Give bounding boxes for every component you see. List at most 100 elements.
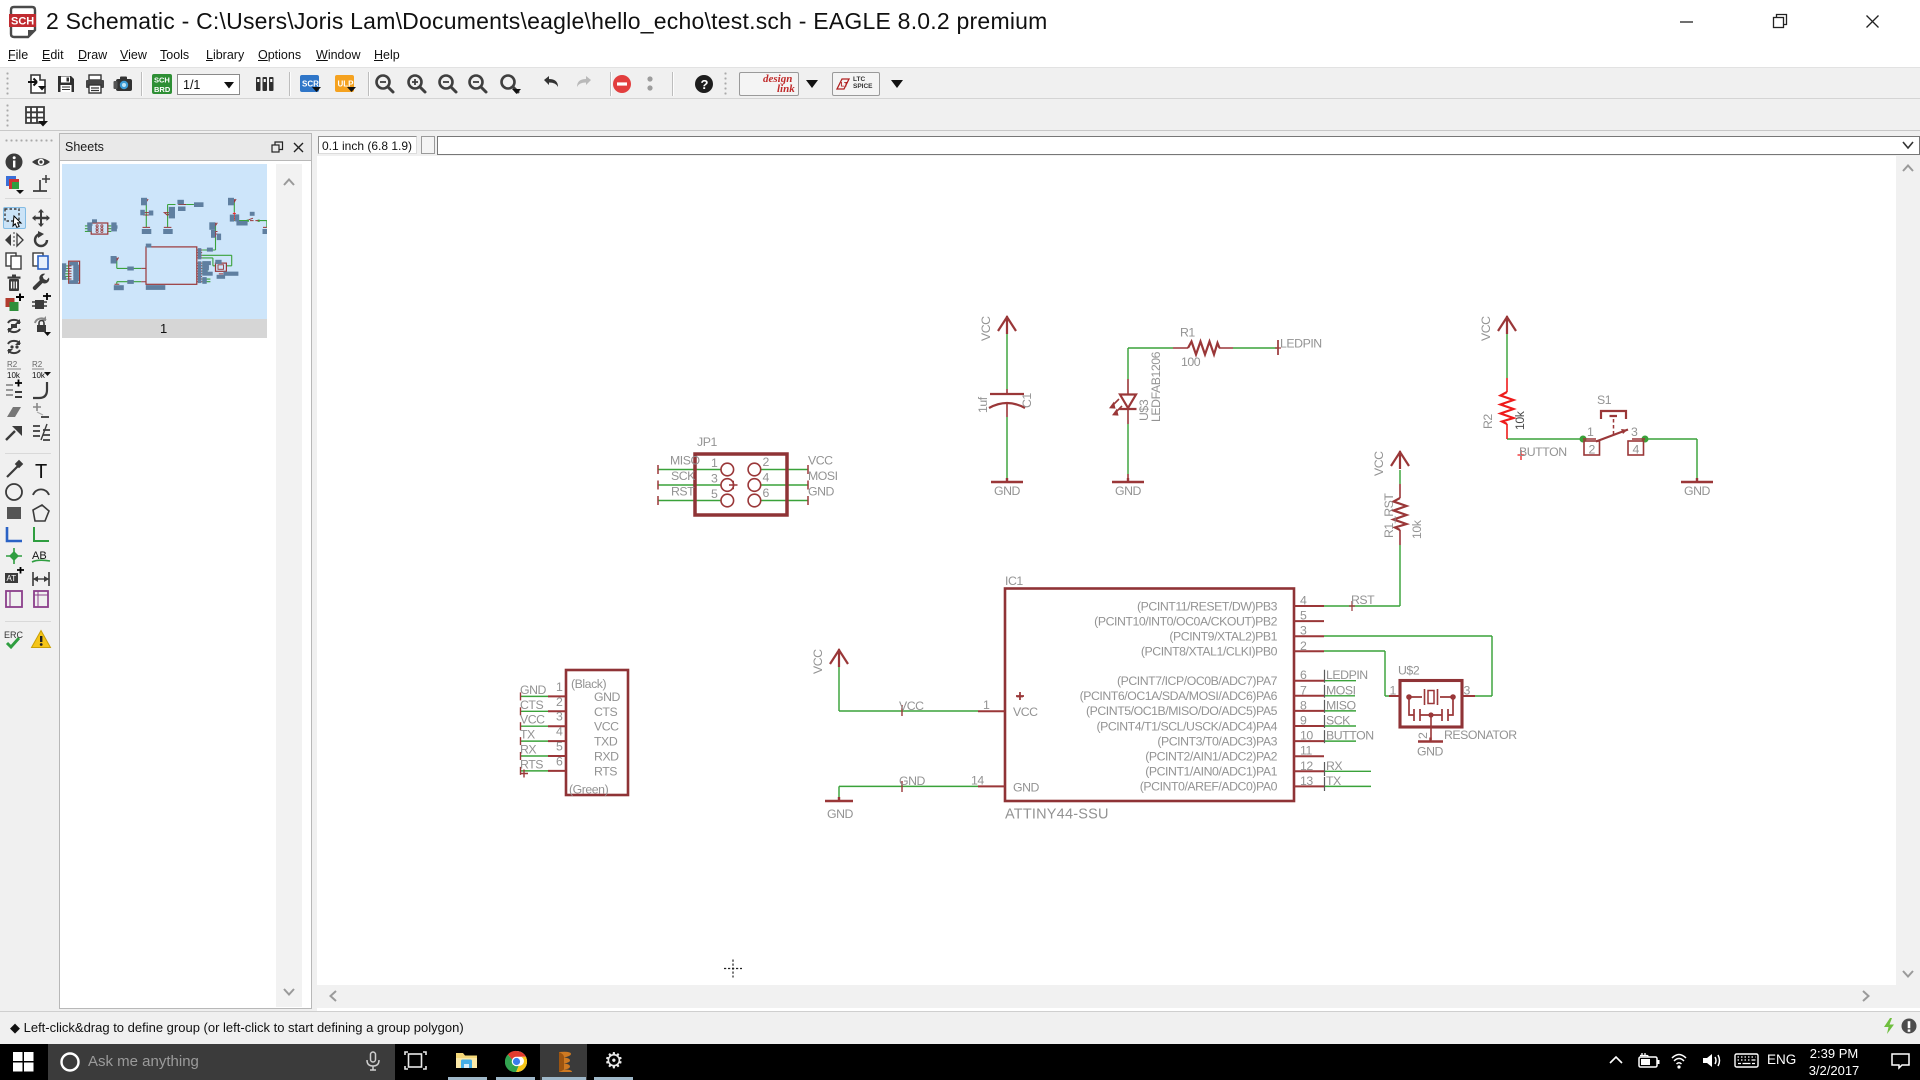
svg-text:VCC: VCC (1479, 316, 1493, 341)
svg-text:VCC: VCC (1372, 451, 1386, 476)
svg-text:ERC: ERC (4, 630, 24, 640)
svg-text:100: 100 (1181, 355, 1201, 369)
svg-text:(PCINT2/AIN1/ADC2)PA2: (PCINT2/AIN1/ADC2)PA2 (1145, 750, 1277, 764)
svg-text:T: T (35, 461, 47, 481)
svg-text:2: 2 (1300, 639, 1307, 653)
svg-text:5: 5 (556, 740, 563, 754)
svg-text:1: 1 (983, 698, 990, 712)
svg-text:5: 5 (1300, 609, 1307, 623)
svg-text:12: 12 (1300, 759, 1313, 773)
svg-text:S1: S1 (1597, 393, 1612, 407)
svg-text:(PCINT11/RESET/DW)PB3: (PCINT11/RESET/DW)PB3 (1137, 599, 1278, 613)
svg-text:TX: TX (520, 728, 535, 742)
svg-text:R2: R2 (32, 360, 43, 369)
svg-text:BUTTON: BUTTON (1519, 445, 1567, 459)
svg-text:BRD: BRD (154, 85, 171, 94)
svg-text:RTS: RTS (594, 764, 617, 778)
svg-text:4: 4 (1633, 443, 1640, 457)
svg-text:MISO: MISO (1326, 698, 1356, 712)
svg-text:1: 1 (1390, 684, 1397, 698)
svg-text:U$2: U$2 (1398, 664, 1420, 678)
svg-text:VCC: VCC (979, 316, 993, 341)
svg-text:1: 1 (1587, 425, 1594, 439)
svg-text:4: 4 (556, 725, 563, 739)
svg-text:(Green): (Green) (569, 783, 609, 797)
svg-text:3: 3 (1300, 624, 1307, 638)
svg-text:AB: AB (32, 550, 47, 562)
svg-text:13: 13 (1300, 774, 1313, 788)
svg-text:SCR: SCR (302, 80, 319, 89)
svg-text:VCC: VCC (594, 720, 619, 734)
svg-text:CTS: CTS (520, 698, 543, 712)
svg-text:RXD: RXD (594, 750, 619, 764)
svg-text:(PCINT10/INT0/OC0A/CKOUT)PB2: (PCINT10/INT0/OC0A/CKOUT)PB2 (1094, 614, 1277, 628)
svg-text:8: 8 (1300, 698, 1307, 712)
svg-text:RESONATOR: RESONATOR (1444, 728, 1517, 742)
svg-text:2: 2 (556, 695, 563, 709)
svg-text:ATTINY44-SSU: ATTINY44-SSU (1005, 807, 1109, 823)
svg-text:U$3: U$3 (1137, 399, 1151, 421)
svg-text:SCK: SCK (1326, 714, 1351, 728)
svg-text:TXD: TXD (594, 735, 618, 749)
svg-text:VCC: VCC (811, 649, 825, 674)
svg-text:GND: GND (1417, 745, 1444, 759)
svg-text:TX: TX (1326, 774, 1341, 788)
svg-text:GND: GND (1684, 484, 1711, 498)
svg-text:(PCINT0/AREF/ADC0)PA0: (PCINT0/AREF/ADC0)PA0 (1140, 780, 1278, 794)
svg-text:GND: GND (899, 774, 926, 788)
svg-text:AT: AT (7, 574, 17, 583)
svg-text:MISO: MISO (670, 454, 700, 468)
svg-text:(PCINT8/XTAL1/CLKI)PB0: (PCINT8/XTAL1/CLKI)PB0 (1141, 645, 1278, 659)
svg-text:LEDFAB1206: LEDFAB1206 (1149, 351, 1163, 422)
svg-text:3: 3 (1631, 425, 1638, 439)
svg-text:RTS: RTS (520, 757, 543, 771)
svg-text:BUTTON: BUTTON (1326, 729, 1374, 743)
svg-text:MOSI: MOSI (1326, 683, 1356, 697)
svg-text:C1: C1 (1020, 393, 1034, 408)
svg-text:R1_RST: R1_RST (1382, 493, 1396, 538)
svg-text:6: 6 (763, 486, 770, 500)
svg-text:GND: GND (594, 690, 621, 704)
svg-text:10k: 10k (7, 371, 21, 380)
svg-text:IC1: IC1 (1005, 574, 1023, 588)
svg-text:5: 5 (711, 487, 718, 501)
svg-text:SCH: SCH (11, 16, 34, 28)
svg-text:3: 3 (556, 710, 563, 724)
svg-text:6: 6 (556, 754, 563, 768)
svg-text:VCC: VCC (808, 454, 833, 468)
svg-text:(PCINT9/XTAL2)PB1: (PCINT9/XTAL2)PB1 (1169, 630, 1277, 644)
svg-text:4: 4 (763, 471, 770, 485)
svg-text:GND: GND (994, 484, 1021, 498)
svg-text:11: 11 (1300, 744, 1312, 758)
svg-text:SCH: SCH (154, 76, 170, 85)
svg-text:GND: GND (808, 485, 835, 499)
svg-text:10k: 10k (1410, 519, 1424, 539)
svg-text:+: + (1016, 689, 1023, 704)
svg-text:9: 9 (1300, 714, 1307, 728)
svg-text:?: ? (701, 77, 709, 92)
svg-text:6: 6 (1300, 668, 1307, 682)
svg-text:(PCINT1/AIN0/ADC1)PA1: (PCINT1/AIN0/ADC1)PA1 (1145, 765, 1277, 779)
svg-text:10k: 10k (32, 371, 46, 380)
svg-text:(PCINT5/OC1B/MISO/DO/ADC5)PA5: (PCINT5/OC1B/MISO/DO/ADC5)PA5 (1086, 704, 1278, 718)
svg-text:R1: R1 (1180, 326, 1195, 340)
svg-text:1uf: 1uf (976, 396, 990, 413)
svg-text:LT: LT (841, 82, 848, 89)
svg-text:RST: RST (671, 485, 695, 499)
svg-text:10: 10 (1300, 729, 1313, 743)
svg-text:GND: GND (1115, 484, 1142, 498)
svg-text:1: 1 (556, 680, 563, 694)
svg-text:RX: RX (520, 743, 536, 757)
svg-text:4: 4 (1300, 594, 1307, 608)
svg-text:R2: R2 (7, 360, 18, 369)
svg-text:VCC: VCC (520, 713, 545, 727)
svg-text:2: 2 (763, 455, 770, 469)
svg-text:3: 3 (711, 472, 718, 486)
svg-text:GND: GND (1013, 781, 1040, 795)
svg-text:RX: RX (1326, 759, 1342, 773)
svg-text:(PCINT6/OC1A/SDA/MOSI/ADC6)PA6: (PCINT6/OC1A/SDA/MOSI/ADC6)PA6 (1080, 689, 1278, 703)
svg-text:CTS: CTS (594, 705, 617, 719)
svg-text:3: 3 (1464, 684, 1471, 698)
svg-text:LEDPIN: LEDPIN (1280, 337, 1322, 351)
svg-text:VCC: VCC (899, 699, 924, 713)
